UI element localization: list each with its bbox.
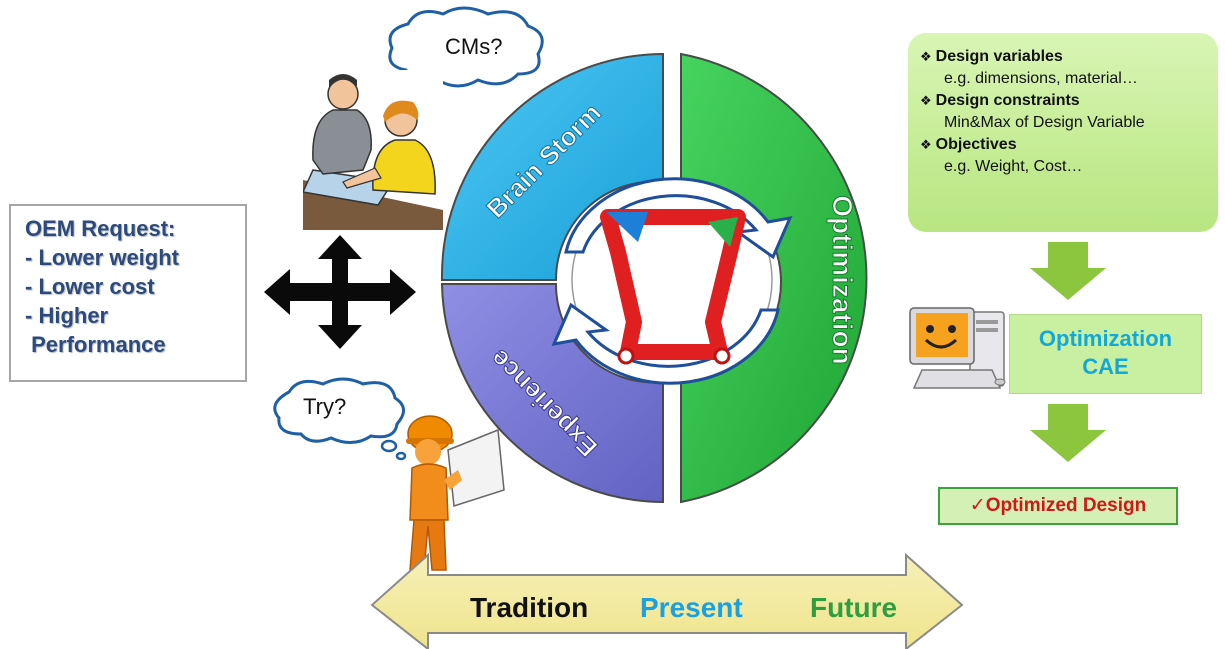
- oem-request-item: Performance: [25, 332, 166, 357]
- oem-request-box: OEM Request: - Lower weight - Lower cost…: [9, 204, 247, 382]
- design-item-detail: e.g. Weight, Cost…: [944, 158, 1083, 175]
- four-way-arrow-icon: [264, 235, 416, 349]
- design-parameters-box: ❖Design variables e.g. dimensions, mater…: [908, 33, 1218, 232]
- oem-request-item: - Lower cost: [25, 274, 155, 299]
- timeline-double-arrow: Tradition Present Future: [370, 553, 964, 649]
- oem-request-item: - Higher: [25, 303, 109, 328]
- smiley-computer-icon: [909, 307, 1006, 389]
- bullet-icon: ❖: [920, 137, 932, 152]
- bullet-icon: ❖: [920, 93, 932, 108]
- engineers-discussion-illustration: [303, 70, 443, 230]
- optimized-design-box: ✓Optimized Design: [938, 487, 1178, 525]
- design-item-detail: e.g. dimensions, material…: [944, 70, 1138, 87]
- segment-label-optimization: Optimization: [827, 195, 858, 365]
- checkmark-icon: ✓: [969, 495, 986, 516]
- design-cycle-diagram: Brain Storm Optimization Experience: [440, 52, 868, 504]
- design-item-heading: ❖Design variables: [920, 48, 1063, 65]
- bubble-bottom-text: Try?: [303, 394, 347, 419]
- cae-line1: Optimization: [1038, 326, 1173, 351]
- cae-line2: CAE: [1082, 354, 1129, 379]
- oem-request-title: OEM Request:: [25, 216, 176, 241]
- timeline-label-present: Present: [640, 592, 743, 623]
- optimized-design-label: Optimized Design: [985, 495, 1147, 516]
- design-item-heading: ❖Objectives: [920, 136, 1017, 153]
- down-arrow-icon: [1030, 404, 1106, 462]
- bullet-icon: ❖: [920, 49, 932, 64]
- optimization-cae-box: Optimization CAE: [1009, 314, 1202, 394]
- down-arrow-icon: [1030, 242, 1106, 300]
- timeline-label-tradition: Tradition: [470, 592, 588, 623]
- worker-figure-illustration: [406, 415, 505, 571]
- thought-bubble-bottom: [273, 377, 407, 461]
- design-item-heading: ❖Design constraints: [920, 92, 1080, 109]
- bubble-top-text: CMs?: [445, 34, 503, 59]
- timeline-label-future: Future: [810, 592, 897, 623]
- design-item-detail: Min&Max of Design Variable: [944, 114, 1145, 131]
- oem-request-item: - Lower weight: [25, 245, 179, 270]
